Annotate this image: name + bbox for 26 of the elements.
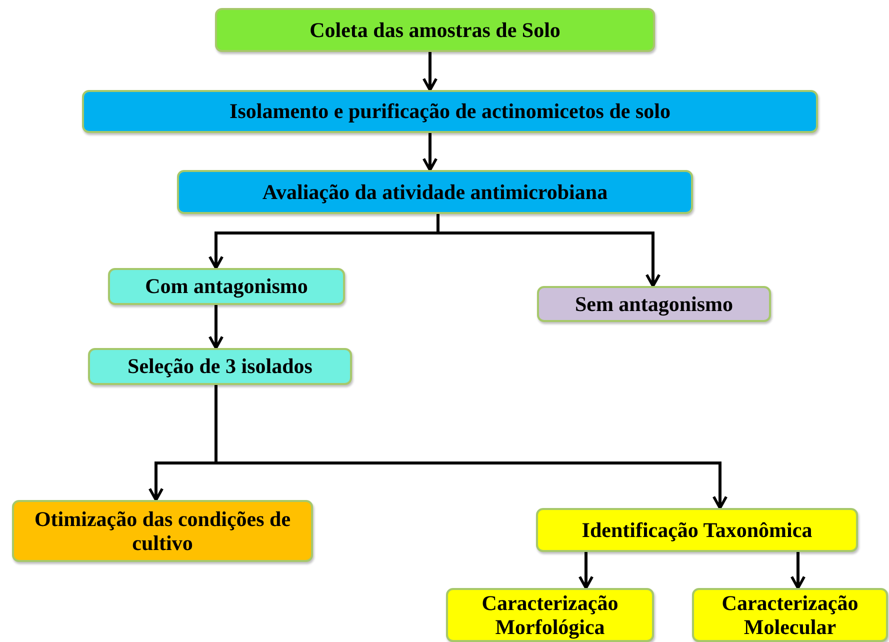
node-label: Isolamento e purificação de actinomicetos de solo: [230, 99, 670, 124]
arrow: [422, 133, 438, 172]
process-box: [177, 170, 693, 214]
process-box: [536, 508, 858, 552]
node-label: Sem antagonismo: [574, 292, 734, 316]
node-label: Otimização das condições de cultivo: [33, 506, 292, 556]
arrow: [790, 552, 806, 590]
node-label: Coleta das amostras de Solo: [310, 18, 560, 42]
process-box: [12, 500, 313, 562]
arrow: [436, 214, 661, 288]
arrow: [208, 305, 224, 350]
process-box: [88, 348, 352, 385]
node-label: Caracterização Molecular: [720, 590, 860, 640]
node-label: Com antagonismo: [145, 274, 308, 299]
node-label: Seleção de 3 isolados: [128, 354, 312, 379]
result-box: [108, 268, 345, 305]
result-box: [537, 286, 771, 322]
node-label: Identificação Taxonômica: [582, 518, 812, 542]
node-label: Avaliação da atividade antimicrobiana: [262, 180, 608, 204]
process-box: [215, 8, 655, 52]
arrow: [578, 552, 594, 590]
process-box: [446, 588, 654, 642]
process-box: [82, 90, 818, 133]
process-box: [692, 588, 888, 642]
arrow: [422, 52, 438, 92]
node-label: Caracterização Morfológica: [480, 590, 620, 640]
